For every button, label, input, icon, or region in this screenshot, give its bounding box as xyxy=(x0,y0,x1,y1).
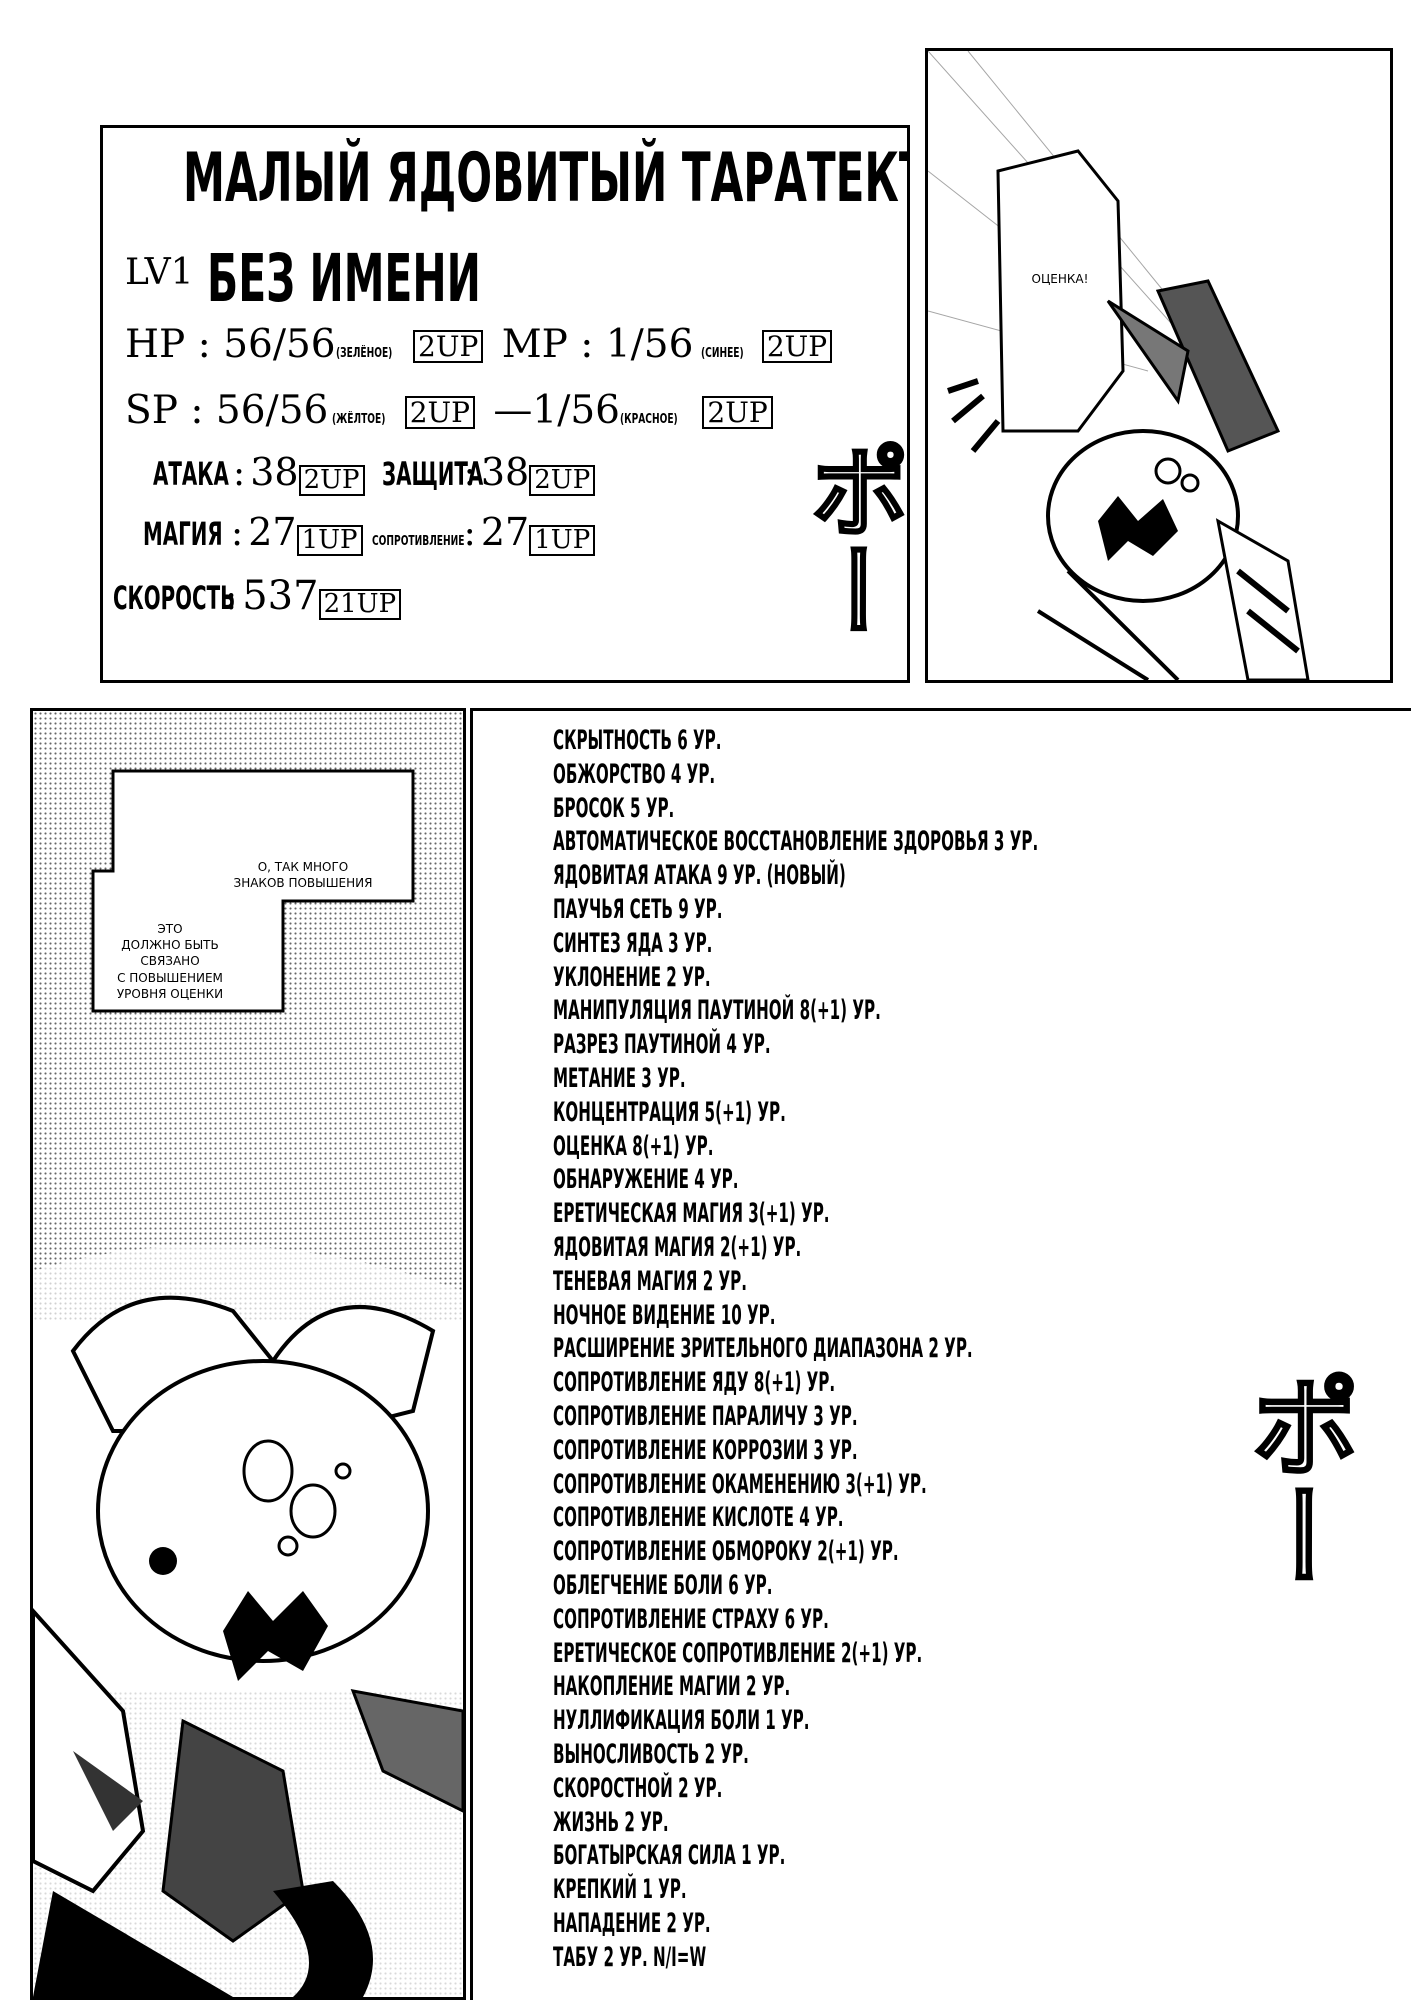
hp-mp-row: HP : 56/56(ЗЕЛЁНОЕ) 2UP MP : 1/56(СИНЕЕ)… xyxy=(125,320,833,370)
skill-item: ПАУЧЬЯ СЕТЬ 9 УР. xyxy=(553,894,723,925)
sp-value: 56/56 xyxy=(215,388,329,433)
skill-item: ЕРЕТИЧЕСКОЕ СОПРОТИВЛЕНИЕ 2(+1) УР. xyxy=(553,1637,923,1669)
spider-illustration-bottom xyxy=(33,769,463,1997)
skill-item: БРОСОК 5 УР. xyxy=(553,792,675,824)
speed-up-badge: 21UP xyxy=(318,588,402,621)
level: LV1 xyxy=(125,252,194,293)
skill-item: КОНЦЕНТРАЦИЯ 5(+1) УР. xyxy=(553,1096,786,1128)
speed-label: СКОРОСТЬ xyxy=(113,579,236,617)
skill-item: НАПАДЕНИЕ 2 УР. xyxy=(553,1908,711,1939)
speed-value: 537 xyxy=(242,573,319,619)
skill-item: ЯДОВИТАЯ АТАКА 9 УР. (НОВЫЙ) xyxy=(553,860,846,892)
sp-note: (ЖЁЛТОЕ) xyxy=(332,412,386,427)
sfx-po-right: ポー xyxy=(1230,1369,1361,1592)
resist-label: СОПРОТИВЛЕНИЕ xyxy=(371,534,465,549)
mp-label: MP xyxy=(501,322,568,367)
skill-item: ВЫНОСЛИВОСТЬ 2 УР. xyxy=(553,1739,749,1770)
many-signs-bubble: О, ТАК МНОГО ЗНАКОВ ПОВЫШЕНИЯ xyxy=(233,860,373,891)
skill-item: СОПРОТИВЛЕНИЕ СТРАХУ 6 УР. xyxy=(553,1603,829,1635)
skill-item: ОЦЕНКА 8(+1) УР. xyxy=(553,1130,714,1162)
skill-item: ЖИЗНЬ 2 УР. xyxy=(553,1806,669,1838)
skill-item: ОБЛЕГЧЕНИЕ БОЛИ 6 УР. xyxy=(553,1570,773,1601)
sp2-up-badge: 2UP xyxy=(702,395,773,430)
magic-value: 27 xyxy=(248,510,297,554)
related-bubble: ЭТО ДОЛЖНО БЫТЬ СВЯЗАНО С ПОВЫШЕНИЕМ УРО… xyxy=(116,922,224,1001)
skill-item: ОБЖОРСТВО 4 УР. xyxy=(553,758,716,790)
mp-value: 1/56 xyxy=(605,322,694,367)
resist-value: 27 xyxy=(480,510,530,554)
sfx-po-top: ポー xyxy=(791,439,911,642)
spider-panel-top: ОЦЕНКА! xyxy=(925,48,1393,683)
resist-up-badge: 1UP xyxy=(529,524,596,557)
skill-item: БОГАТЫРСКАЯ СИЛА 1 УР. xyxy=(553,1840,786,1872)
skill-item: СОПРОТИВЛЕНИЕ ЯДУ 8(+1) УР. xyxy=(553,1367,836,1399)
level-row: LV1 БЕЗ ИМЕНИ xyxy=(125,238,648,314)
skill-item: МАНИПУЛЯЦИЯ ПАУТИНОЙ 8(+1) УР. xyxy=(553,995,881,1027)
skill-item: ЯДОВИТАЯ МАГИЯ 2(+1) УР. xyxy=(553,1232,802,1263)
sp-up-badge: 2UP xyxy=(404,395,475,430)
skill-item: СИНТЕЗ ЯДА 3 УР. xyxy=(553,927,713,959)
defense-up-badge: 2UP xyxy=(529,464,596,497)
mp-up-badge: 2UP xyxy=(761,329,833,364)
sp-label: SP xyxy=(125,388,178,433)
skill-item: АВТОМАТИЧЕСКОЕ ВОССТАНОВЛЕНИЕ ЗДОРОВЬЯ 3… xyxy=(553,826,1039,858)
skill-item: СОПРОТИВЛЕНИЕ ОКАМЕНЕНИЮ 3(+1) УР. xyxy=(553,1468,927,1500)
skill-item: СОПРОТИВЛЕНИЕ КИСЛОТЕ 4 УР. xyxy=(553,1502,844,1534)
skill-item: НАКОПЛЕНИЕ МАГИИ 2 УР. xyxy=(553,1671,791,1703)
skill-item: НОЧНОЕ ВИДЕНИЕ 10 УР. xyxy=(553,1299,776,1331)
hp-value: 56/56 xyxy=(223,322,336,367)
status-name: БЕЗ ИМЕНИ xyxy=(206,240,481,317)
spider-illustration-top xyxy=(928,51,1310,680)
skill-item: ОБНАРУЖЕНИЕ 4 УР. xyxy=(553,1164,739,1196)
skill-item: СКОРОСТНОЙ 2 УР. xyxy=(553,1772,723,1804)
skill-item: РАЗРЕЗ ПАУТИНОЙ 4 УР. xyxy=(553,1029,771,1061)
skills-panel: СКРЫТНОСТЬ 6 УР.ОБЖОРСТВО 4 УР.БРОСОК 5 … xyxy=(470,708,1411,2000)
skill-item: СОПРОТИВЛЕНИЕ ПАРАЛИЧУ 3 УР. xyxy=(553,1401,858,1432)
sp2-note: (КРАСНОЕ) xyxy=(620,412,678,427)
skill-item: СКРЫТНОСТЬ 6 УР. xyxy=(553,725,722,756)
appraisal-bubble: ОЦЕНКА! xyxy=(1031,272,1089,286)
skill-item: ЕРЕТИЧЕСКАЯ МАГИЯ 3(+1) УР. xyxy=(553,1198,830,1230)
magic-up-badge: 1UP xyxy=(296,524,363,557)
defense-value: 38 xyxy=(480,450,530,494)
sp-row: SP : 56/56(ЖЁЛТОЕ) 2UP —1/56(КРАСНОЕ) 2U… xyxy=(125,386,773,436)
skill-item: РАСШИРЕНИЕ ЗРИТЕЛЬНОГО ДИАПАЗОНА 2 УР. xyxy=(553,1333,973,1365)
attack-label: АТАКА xyxy=(153,455,229,493)
sp2-value: —1/56 xyxy=(493,388,620,433)
skill-item: КРЕПКИЙ 1 УР. xyxy=(553,1874,687,1906)
mp-note: (СИНЕЕ) xyxy=(701,346,745,361)
magic-label: МАГИЯ xyxy=(143,515,223,553)
skill-item: СОПРОТИВЛЕНИЕ КОРРОЗИИ 3 УР. xyxy=(553,1434,858,1466)
skill-item: МЕТАНИЕ 3 УР. xyxy=(553,1063,686,1094)
defense-label: ЗАЩИТА xyxy=(381,455,483,493)
status-title: МАЛЫЙ ЯДОВИТЫЙ ТАРАТЕКТ xyxy=(183,139,910,218)
skill-item: УКЛОНЕНИЕ 2 УР. xyxy=(553,961,711,993)
skill-item: СОПРОТИВЛЕНИЕ ОБМОРОКУ 2(+1) УР. xyxy=(553,1536,899,1568)
skill-item: ТЕНЕВАЯ МАГИЯ 2 УР. xyxy=(553,1265,747,1297)
skill-item: НУЛЛИФИКАЦИЯ БОЛИ 1 УР. xyxy=(553,1705,810,1737)
hp-up-badge: 2UP xyxy=(413,329,484,364)
attack-value: 38 xyxy=(250,450,299,494)
skill-item: ТАБУ 2 УР. N/I=W xyxy=(553,1941,707,1973)
hp-label: HP xyxy=(125,322,186,367)
attack-up-badge: 2UP xyxy=(298,464,365,497)
spider-panel-bottom: О, ТАК МНОГО ЗНАКОВ ПОВЫШЕНИЯ ЭТО ДОЛЖНО… xyxy=(30,708,466,2000)
status-panel: МАЛЫЙ ЯДОВИТЫЙ ТАРАТЕКТ LV1 БЕЗ ИМЕНИ HP… xyxy=(100,125,910,683)
hp-note: (ЗЕЛЁНОЕ) xyxy=(335,346,392,361)
